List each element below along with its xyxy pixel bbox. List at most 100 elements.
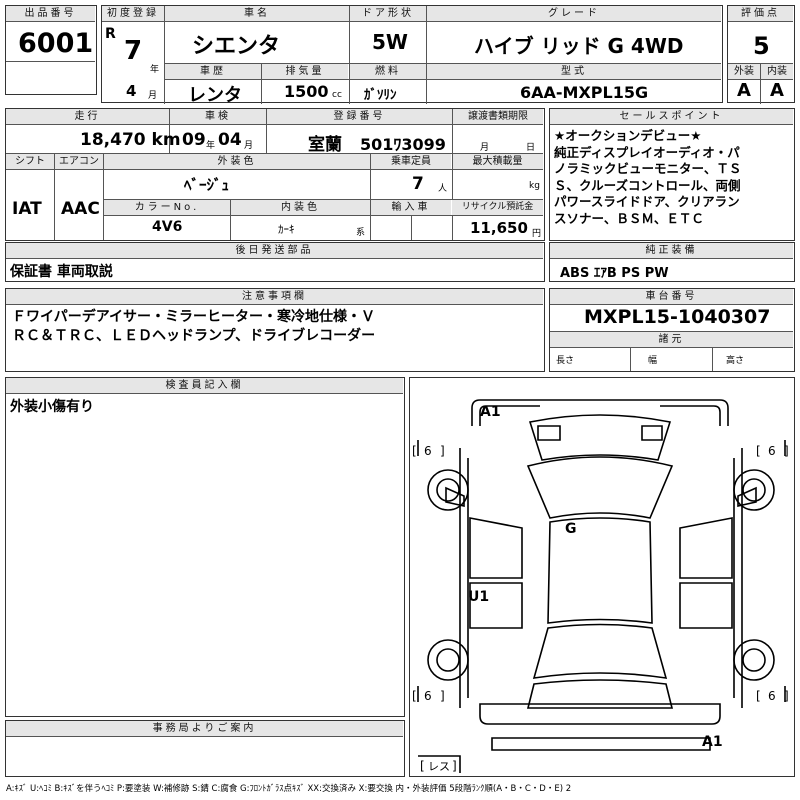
displacement: 1500	[284, 82, 329, 101]
grade: ハイブ リッド G 4WD	[474, 34, 684, 58]
fuel: ｶﾞｿﾘﾝ	[364, 88, 397, 103]
exterior-color: ﾍﾞｰｼﾞｭ	[184, 176, 230, 194]
mileage-label: 走行	[6, 109, 169, 124]
mark-left-side: U1	[468, 589, 489, 605]
later-parts-label: 後日発送部品	[6, 243, 543, 258]
first-reg-year: 7	[124, 36, 143, 66]
transfer-day-unit: 日	[526, 143, 536, 153]
svg-text:]: ]	[452, 759, 457, 773]
notes-line: Ｆワイパーデアイサー・ミラーヒーター・寒冷地仕様・Ｖ	[12, 309, 376, 325]
max-load-label: 最大積載量	[452, 154, 543, 169]
inspection-year: 09	[182, 130, 206, 150]
inspection-label: 車検	[170, 109, 266, 124]
svg-text:[: [	[412, 689, 417, 703]
spec-length-label: 長さ	[556, 356, 575, 366]
rear-glass-note: レス	[428, 760, 450, 773]
registration-number: 501ﾜ3099	[360, 135, 446, 154]
history: レンタ	[188, 85, 242, 106]
chassis-label: 車台番号	[550, 289, 793, 304]
displacement-unit: cc	[332, 90, 342, 100]
mileage: 18,470 km	[80, 130, 181, 150]
exterior-color-label: 外装色	[104, 154, 370, 169]
score: 5	[753, 32, 770, 60]
later-parts-box: 後日発送部品 保証書 車両取説	[5, 242, 545, 282]
lot-box: 出品番号 6001	[5, 5, 97, 95]
sales-point-line: Ｓ、クルーズコントロール、両側	[554, 177, 741, 193]
office-label: 事務局よりご案内	[6, 721, 403, 736]
genuine-equipment-box: 純正装備 ABS ｴｱB PS PW	[549, 242, 795, 282]
damage-diagram-box: A1 G U1 A1 [ 6 ] [ 6 ] [ 6 ] [ 6 ] [ レス …	[409, 377, 795, 777]
first-reg-month: 4	[126, 82, 137, 100]
capacity: 7	[412, 174, 424, 194]
sales-point-line: スソナー、ＢＳＭ、ＥＴＣ	[554, 210, 704, 226]
office-box: 事務局よりご案内	[5, 720, 405, 777]
inspection-month-unit: 月	[244, 141, 254, 151]
transfer-month-unit: 月	[480, 143, 490, 153]
sales-points-box: セールスポイント ★オークションデビュー★ 純正ディスプレイオーディオ・パ ノラ…	[549, 108, 795, 241]
inspection-year-unit: 年	[206, 141, 216, 151]
recycle-fee: 11,650	[470, 219, 528, 237]
recycle-label: リサイクル預託金	[452, 200, 543, 215]
genuine-equipment-label: 純正装備	[550, 243, 793, 258]
first-reg-era: R	[105, 26, 116, 42]
aircon-label: エアコン	[55, 154, 103, 169]
ext-grade: A	[737, 80, 751, 101]
grade-label: グレード	[427, 6, 721, 21]
interior-color: ｶｰｷ	[278, 223, 295, 236]
int-label: 内装	[761, 64, 793, 79]
sales-point-line: ★オークションデビュー★	[554, 128, 702, 143]
inspector-note: 外装小傷有り	[10, 399, 94, 415]
genuine-equipment: ABS ｴｱB PS PW	[560, 266, 669, 281]
model-label: 型式	[427, 64, 721, 79]
tire-front-left: 6	[424, 444, 432, 458]
notes-text: Ｆワイパーデアイサー・ミラーヒーター・寒冷地仕様・Ｖ ＲＣ＆ＴＲＣ、ＬＥＤヘッド…	[12, 308, 375, 346]
mark-roof: G	[565, 521, 577, 537]
door-label: ドア形状	[350, 6, 426, 21]
sales-points-label: セールスポイント	[550, 109, 793, 124]
sales-points-text: ★オークションデビュー★ 純正ディスプレイオーディオ・パ ノラミックビューモニタ…	[554, 128, 741, 228]
tire-front-right: 6	[768, 444, 776, 458]
spec-height-label: 高さ	[726, 356, 745, 366]
inspection-month: 04	[218, 130, 242, 150]
score-label: 評価点	[728, 6, 793, 21]
tire-rear-left: 6	[424, 689, 432, 703]
mark-front: A1	[480, 404, 501, 420]
color-no-label: カラーNo.	[104, 200, 230, 215]
lot-label: 出品番号	[6, 6, 95, 21]
history-label: 車歴	[165, 64, 261, 79]
sales-point-line: 純正ディスプレイオーディオ・パ	[554, 144, 740, 160]
car-diagram: A1 G U1 A1 [ 6 ] [ 6 ] [ 6 ] [ 6 ] [ レス …	[412, 399, 789, 773]
door-type: 5W	[372, 30, 408, 54]
details-box: 走行 車検 登録番号 譲渡書類期限 18,470 km 09 年 04 月 室蘭…	[5, 108, 545, 241]
registration-label: 登録番号	[267, 109, 452, 124]
aircon: AAC	[61, 199, 100, 219]
recycle-unit: 円	[532, 229, 542, 239]
tire-rear-right: 6	[768, 689, 776, 703]
registration-city: 室蘭	[308, 135, 342, 155]
svg-text:[: [	[756, 444, 761, 458]
first-reg-month-unit: 月	[148, 91, 158, 101]
svg-text:[: [	[412, 444, 417, 458]
car-name: シエンタ	[192, 34, 281, 59]
ext-label: 外装	[728, 64, 760, 79]
notes-box: 注意事項欄 Ｆワイパーデアイサー・ミラーヒーター・寒冷地仕様・Ｖ ＲＣ＆ＴＲＣ、…	[5, 288, 545, 372]
chassis-box: 車台番号 MXPL15-1040307 諸元 長さ 幅 高さ	[549, 288, 795, 372]
sales-point-line: ノラミックビューモニター、ＴＳ	[554, 161, 742, 177]
notes-line: ＲＣ＆ＴＲＣ、ＬＥＤヘッドランプ、ドライブレコーダー	[12, 328, 376, 344]
inspector-box: 検査員記入欄 外装小傷有り	[5, 377, 405, 717]
svg-text:[: [	[420, 759, 425, 773]
inspector-label: 検査員記入欄	[6, 378, 403, 393]
main-info-box: 初度登録 車名 ドア形状 グレード R 7 年 シエンタ 5W ハイブ リッド …	[101, 5, 723, 106]
fuel-label: 燃料	[350, 64, 426, 79]
first-reg-year-unit: 年	[150, 65, 160, 75]
displacement-label: 排気量	[262, 64, 348, 79]
shift: IAT	[12, 199, 42, 219]
capacity-unit: 人	[438, 184, 448, 194]
transfer-label: 譲渡書類期限	[453, 109, 543, 124]
later-parts: 保証書 車両取説	[10, 264, 113, 280]
svg-text:]: ]	[784, 689, 789, 703]
color-no: 4V6	[152, 219, 183, 235]
svg-text:]: ]	[440, 444, 445, 458]
shift-label: シフト	[6, 154, 54, 169]
max-load-unit: kg	[529, 181, 540, 191]
